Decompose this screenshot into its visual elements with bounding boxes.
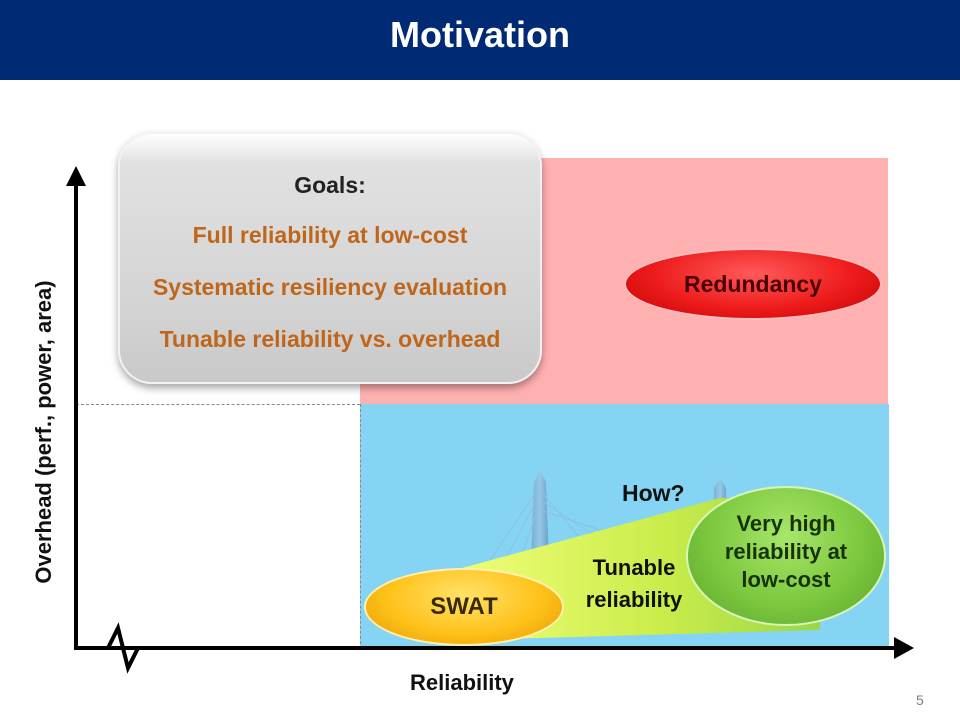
very-high-label-line: low-cost	[741, 567, 831, 592]
axis-break-icon	[106, 622, 140, 674]
goals-heading: Goals:	[294, 172, 366, 198]
redundancy-label: Redundancy	[683, 271, 823, 297]
title-bar: Motivation	[0, 0, 960, 80]
tunable-label-line: reliability	[585, 587, 683, 612]
goal-item: Systematic resiliency evaluation	[152, 274, 508, 300]
very-high-reliability-oval: Very high reliability at low-cost	[686, 486, 886, 626]
swat-oval: SWAT	[364, 568, 564, 646]
redundancy-oval: Redundancy	[624, 248, 882, 320]
very-high-label-line: reliability at	[724, 539, 848, 564]
x-axis-label: Reliability	[410, 670, 514, 695]
page-number: 5	[916, 692, 924, 708]
goal-item: Full reliability at low-cost	[192, 222, 468, 248]
x-axis-arrowhead	[894, 637, 914, 659]
goals-box: Goals: Full reliability at low-cost Syst…	[118, 132, 542, 384]
very-high-label-line: Very high	[736, 511, 836, 536]
tunable-reliability-label: Tunable reliability	[574, 552, 694, 616]
overhead-divider-line	[76, 404, 360, 405]
y-axis-label: Overhead (perf., power, area)	[31, 280, 56, 584]
how-label: How?	[622, 480, 685, 506]
tunable-label-line: Tunable	[592, 555, 676, 580]
y-axis-arrowhead	[66, 166, 86, 186]
swat-label: SWAT	[430, 593, 498, 620]
goal-item: Tunable reliability vs. overhead	[159, 326, 501, 352]
slide-title: Motivation	[390, 14, 570, 55]
very-high-reliability-label: Very high reliability at low-cost	[688, 510, 884, 594]
